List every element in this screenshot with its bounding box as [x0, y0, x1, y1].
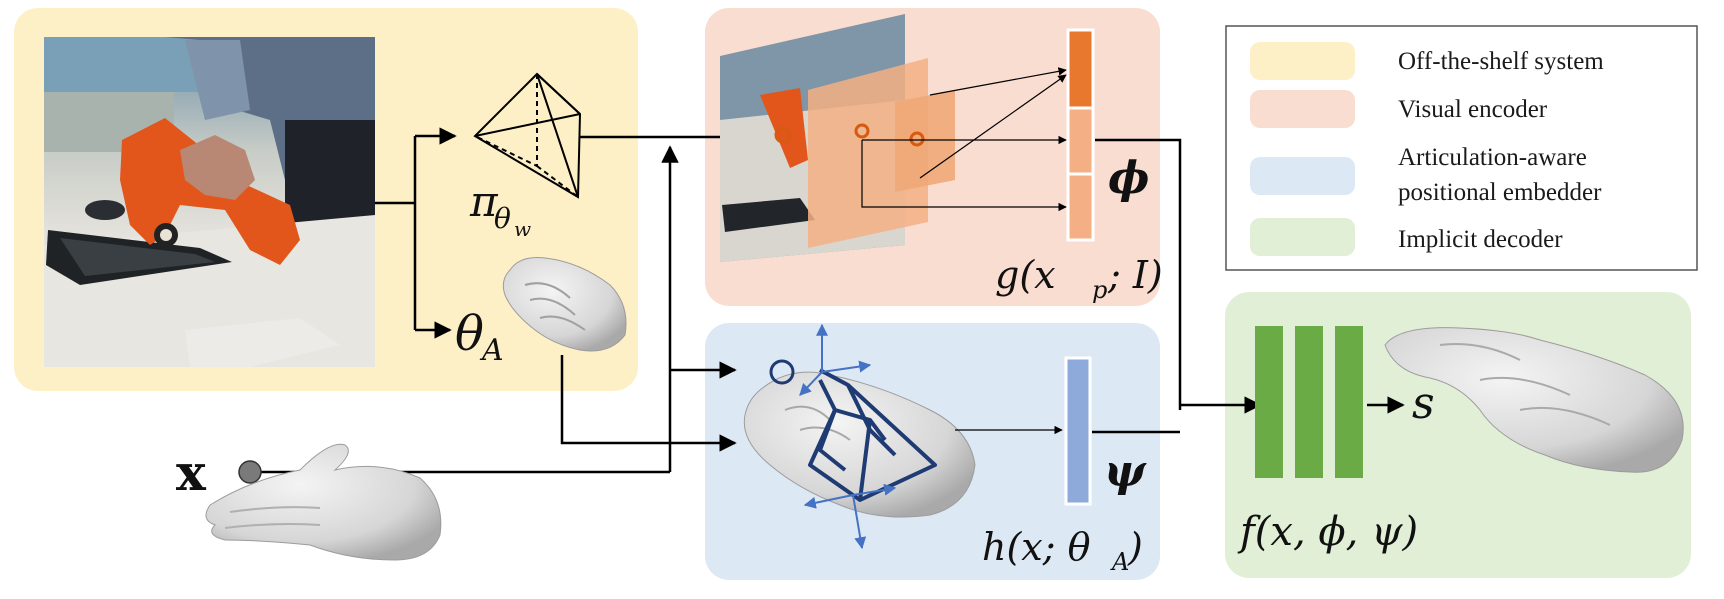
g-function-label: g(x — [995, 253, 1056, 297]
hand-mesh-output — [1384, 327, 1684, 473]
hand-mesh-flat — [205, 443, 442, 561]
feature-plane-2 — [895, 90, 955, 192]
embedder-query-point — [769, 359, 795, 385]
legend-swatch-offshelf — [1250, 42, 1355, 80]
feature-vector-phi — [1066, 28, 1095, 242]
h-sub-label: A — [1110, 548, 1129, 576]
projected-point-2 — [854, 123, 870, 139]
pi-sub-label: θ — [494, 202, 511, 235]
decoder-connectors — [1092, 138, 1262, 434]
g-sub-label: p — [1092, 276, 1107, 304]
theta-label: θ — [455, 306, 484, 362]
legend-label-decoder: Implicit decoder — [1398, 226, 1563, 253]
pi-subsub-label: w — [514, 217, 531, 241]
h-rest-label: ) — [1127, 525, 1143, 569]
decoder-layers — [1255, 326, 1363, 478]
hand-mesh-embedder — [743, 371, 976, 518]
g-rest-label: ; I) — [1107, 253, 1163, 297]
input-photo — [44, 37, 375, 367]
hand-mesh-small — [502, 257, 627, 352]
x-point-label: x — [176, 443, 207, 502]
projected-point-3 — [909, 131, 925, 147]
query-point-icon — [238, 460, 262, 484]
phi-label: ϕ — [1108, 153, 1149, 204]
legend-label-visual: Visual encoder — [1398, 96, 1548, 123]
legend-label-offshelf: Off-the-shelf system — [1398, 48, 1604, 75]
legend-label-embedder-2: positional embedder — [1398, 179, 1602, 206]
projected-point-1 — [774, 126, 792, 144]
pi-label: π — [469, 177, 499, 226]
legend-swatch-decoder — [1250, 218, 1355, 256]
legend: Off-the-shelf system Visual encoder Arti… — [1225, 25, 1698, 271]
legend-swatch-visual — [1250, 90, 1355, 128]
camera-pyramid-icon — [473, 72, 582, 199]
theta-sub-label: A — [479, 333, 504, 368]
joint-axes — [799, 323, 897, 550]
f-function-label: f(x, ϕ, ψ) — [1237, 509, 1418, 555]
h-function-label: h(x; θ — [982, 525, 1091, 569]
hand-skeleton — [808, 368, 937, 502]
encoder-connectors — [861, 67, 1067, 212]
s-label: s — [1412, 378, 1435, 429]
embedding-vector-psi — [1064, 356, 1092, 506]
psi-label: ψ — [1104, 446, 1147, 497]
legend-label-embedder: Articulation-aware — [1398, 144, 1587, 171]
legend-swatch-embedder — [1250, 157, 1355, 195]
